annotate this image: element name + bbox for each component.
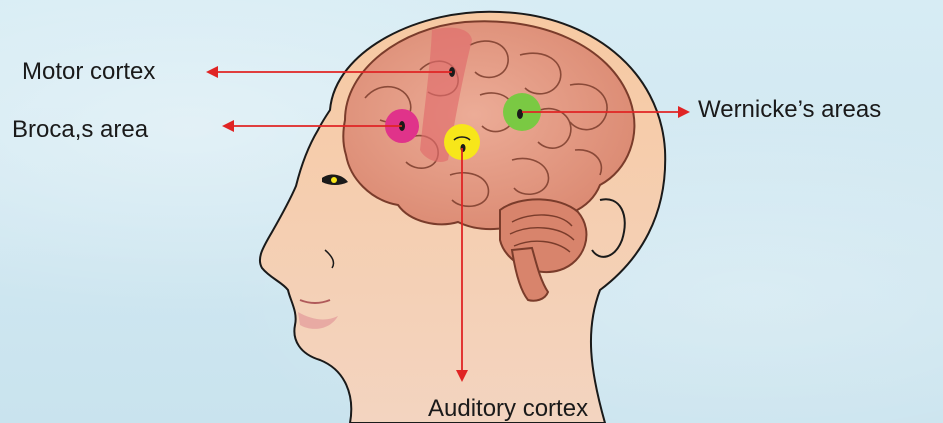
eye-highlight	[331, 177, 337, 183]
wernicke-mark	[517, 109, 523, 119]
label-auditory-cortex: Auditory cortex	[428, 397, 588, 421]
label-motor-cortex: Motor cortex	[22, 60, 155, 84]
label-wernickes-areas: Wernicke’s areas	[698, 98, 881, 122]
label-brocas-area: Broca,s area	[12, 118, 148, 142]
